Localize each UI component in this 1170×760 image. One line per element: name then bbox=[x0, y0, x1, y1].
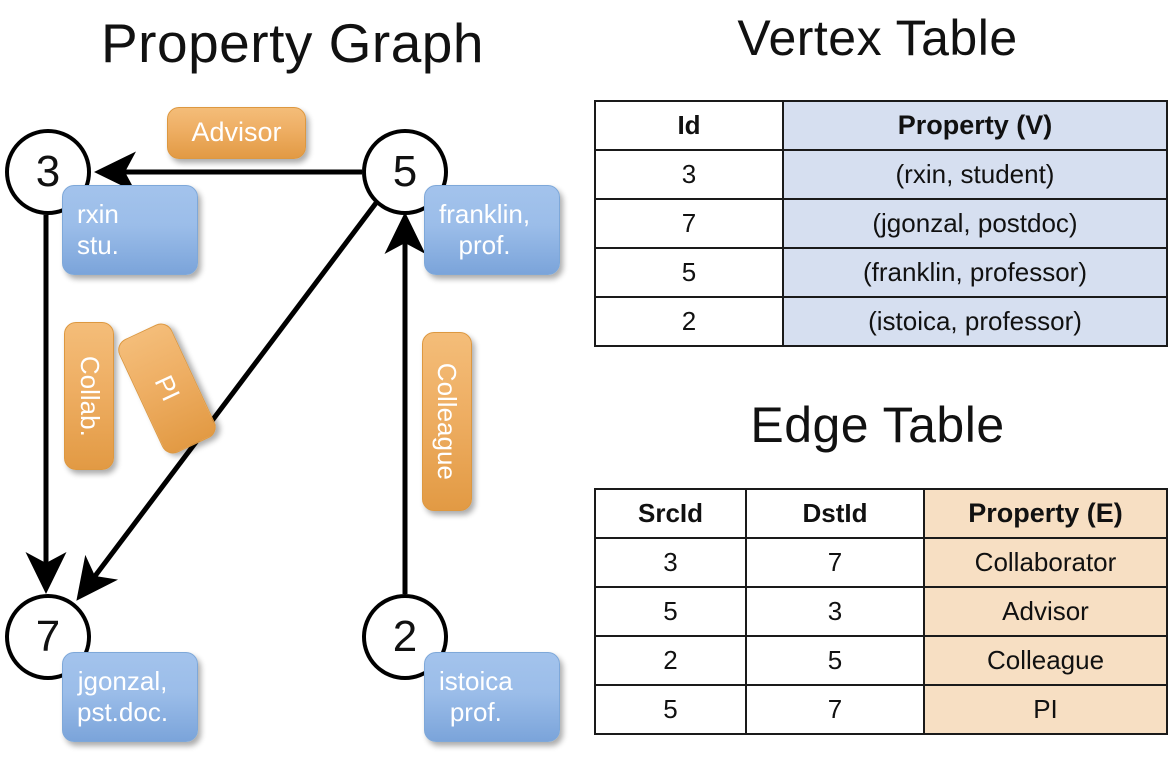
vertex-cell-id: 2 bbox=[594, 296, 784, 347]
edge-cell-property: Colleague bbox=[923, 635, 1168, 686]
table-row: 7 (jgonzal, postdoc) bbox=[594, 198, 1168, 249]
vertex-table-header-row: Id Property (V) bbox=[594, 100, 1168, 151]
edge-cell-srcid: 5 bbox=[594, 684, 747, 735]
vertex-cell-property: (jgonzal, postdoc) bbox=[782, 198, 1168, 249]
edge-cell-dstid: 5 bbox=[745, 635, 925, 686]
page-title-vertex-table: Vertex Table bbox=[737, 10, 1018, 66]
edge-cell-dstid: 7 bbox=[745, 537, 925, 588]
page-title-edge-table: Edge Table bbox=[750, 397, 1005, 453]
vertex-cell-property: (franklin, professor) bbox=[782, 247, 1168, 298]
edge-cell-srcid: 2 bbox=[594, 635, 747, 686]
edge-label-box-colleague: Colleague bbox=[422, 332, 472, 511]
edge-label-text-collab: Collab. bbox=[74, 355, 105, 437]
table-row: 2 (istoica, professor) bbox=[594, 296, 1168, 347]
edge-table-header-srcid: SrcId bbox=[594, 488, 747, 539]
vertex-property-text-3: rxin stu. bbox=[77, 199, 119, 260]
vertex-property-box-2: istoica prof. bbox=[424, 652, 560, 742]
vertex-property-text-7: jgonzal, pst.doc. bbox=[77, 666, 169, 727]
vertex-cell-id: 7 bbox=[594, 198, 784, 249]
edge-table: SrcId DstId Property (E) 3 7 Collaborato… bbox=[594, 488, 1168, 735]
edge-label-text-advisor: Advisor bbox=[191, 117, 282, 148]
vertex-cell-property: (istoica, professor) bbox=[782, 296, 1168, 347]
vertex-table-header-id: Id bbox=[594, 100, 784, 151]
edge-cell-property: PI bbox=[923, 684, 1168, 735]
vertex-table: Id Property (V) 3 (rxin, student) 7 (jgo… bbox=[594, 100, 1168, 347]
graph-node-2[interactable]: 2 bbox=[362, 594, 448, 680]
table-row: 3 (rxin, student) bbox=[594, 149, 1168, 200]
edge-table-header-property: Property (E) bbox=[923, 488, 1168, 539]
table-row: 5 7 PI bbox=[594, 684, 1168, 735]
edge-cell-dstid: 3 bbox=[745, 586, 925, 637]
edge-label-box-collab: Collab. bbox=[64, 322, 114, 470]
edge-label-text-colleague: Colleague bbox=[432, 362, 463, 481]
vertex-property-box-7: jgonzal, pst.doc. bbox=[62, 652, 198, 742]
edge-cell-srcid: 5 bbox=[594, 586, 747, 637]
vertex-property-box-3: rxin stu. bbox=[62, 185, 198, 275]
vertex-property-box-5: franklin, prof. bbox=[424, 185, 560, 275]
graph-edges-svg bbox=[25, 151, 426, 601]
edge-table-header-dstid: DstId bbox=[745, 488, 925, 539]
edge-cell-property: Collaborator bbox=[923, 537, 1168, 588]
vertex-table-header-property: Property (V) bbox=[782, 100, 1168, 151]
edge-label-box-advisor: Advisor bbox=[167, 107, 306, 159]
table-row: 2 5 Colleague bbox=[594, 635, 1168, 686]
page-title-property-graph: Property Graph bbox=[100, 12, 484, 74]
edge-label-text-pi: PI bbox=[148, 370, 187, 406]
vertex-property-text-2: istoica prof. bbox=[439, 666, 513, 727]
table-row: 5 3 Advisor bbox=[594, 586, 1168, 637]
vertex-cell-id: 5 bbox=[594, 247, 784, 298]
edge-cell-property: Advisor bbox=[923, 586, 1168, 637]
table-row: 5 (franklin, professor) bbox=[594, 247, 1168, 298]
edge-cell-srcid: 3 bbox=[594, 537, 747, 588]
edge-5-to-7-pi bbox=[76, 201, 378, 601]
edge-table-header-row: SrcId DstId Property (E) bbox=[594, 488, 1168, 539]
table-row: 3 7 Collaborator bbox=[594, 537, 1168, 588]
vertex-cell-property: (rxin, student) bbox=[782, 149, 1168, 200]
vertex-cell-id: 3 bbox=[594, 149, 784, 200]
vertex-property-text-5: franklin, prof. bbox=[439, 199, 531, 260]
edge-cell-dstid: 7 bbox=[745, 684, 925, 735]
property-graph-diagram: 3 5 7 2 rxin stu. franklin, prof. jgonza… bbox=[5, 107, 560, 742]
